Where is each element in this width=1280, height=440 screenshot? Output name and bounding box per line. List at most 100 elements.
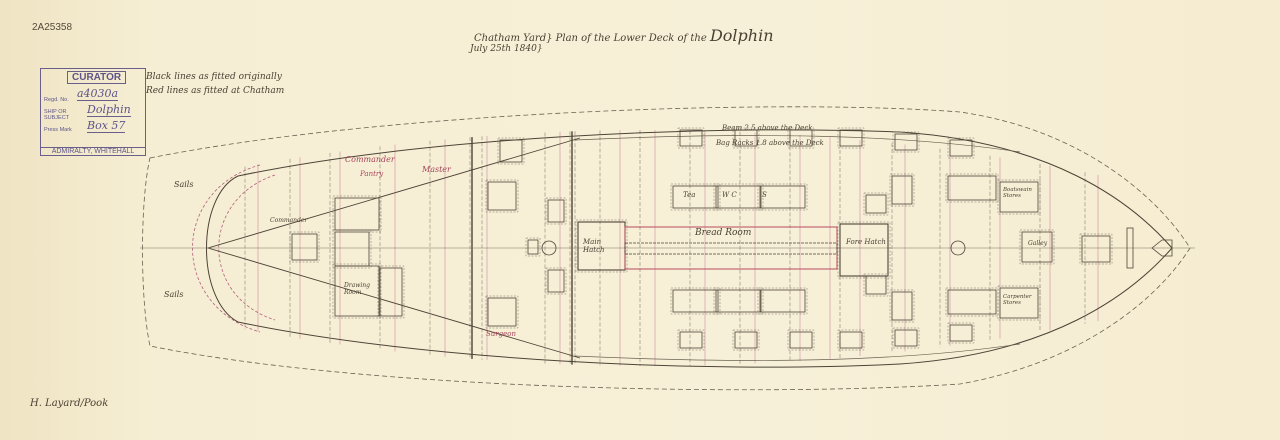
bread-room-rail bbox=[624, 242, 838, 255]
compartment-box-dashed bbox=[332, 229, 372, 269]
compartment-box-dashed bbox=[525, 237, 541, 257]
compartment-box bbox=[672, 185, 719, 209]
label-bread-room: Bread Room bbox=[695, 228, 752, 238]
compartment-box-dashed bbox=[545, 197, 567, 225]
compartment-box bbox=[789, 331, 813, 349]
label-fore-hatch: Fore Hatch bbox=[846, 238, 886, 246]
compartment-box-dashed bbox=[892, 131, 920, 153]
hull-outline bbox=[206, 129, 1173, 368]
stamp-title: CURATOR bbox=[67, 71, 127, 84]
compartment-box bbox=[379, 267, 403, 317]
compartment-box-dashed bbox=[485, 295, 519, 329]
compartment-box bbox=[499, 139, 523, 163]
compartment-box-dashed bbox=[670, 183, 721, 211]
outer-hull-dashed bbox=[142, 106, 1191, 391]
compartment-box-dashed bbox=[837, 329, 865, 351]
compartment-box-dashed bbox=[289, 231, 320, 263]
compartment-box-dashed bbox=[677, 329, 705, 351]
label-galley: Galley bbox=[1028, 240, 1048, 247]
beam-line-lower bbox=[574, 343, 1021, 361]
compartment-box bbox=[894, 329, 918, 347]
compartment-box-dashed bbox=[757, 183, 808, 211]
compartment-box-dashed bbox=[997, 285, 1041, 321]
stamp-regd-value: a4030a bbox=[77, 87, 119, 101]
compartment-box-dashed bbox=[713, 287, 764, 315]
ship-name: Dolphin bbox=[709, 26, 774, 45]
stamp-press-value: Box 57 bbox=[87, 119, 126, 133]
bow-rudder-bitts bbox=[1126, 227, 1134, 269]
compartment-box-dashed bbox=[863, 192, 889, 216]
label-master: Master bbox=[422, 165, 451, 174]
reference-number: 2A25358 bbox=[32, 22, 73, 33]
compartment-box-dashed bbox=[837, 221, 891, 279]
compartment-box-dashed bbox=[947, 137, 975, 159]
compartment-box bbox=[839, 129, 863, 147]
compartment-box-dashed bbox=[889, 289, 915, 323]
compartment-box bbox=[487, 297, 517, 327]
compartment-box bbox=[839, 223, 889, 277]
compartment-box bbox=[865, 275, 887, 295]
compartment-box bbox=[291, 233, 318, 261]
label-tea: Tea bbox=[683, 191, 696, 199]
compartment-box-dashed bbox=[945, 173, 999, 203]
label-commander: Commander bbox=[345, 155, 395, 164]
compartment-box-dashed bbox=[485, 179, 519, 213]
compartment-box bbox=[734, 129, 758, 147]
compartment-box bbox=[999, 181, 1039, 213]
note-black-lines: Black lines as fitted originally bbox=[146, 72, 282, 82]
signature: H. Layard/Pook bbox=[30, 398, 109, 409]
compartment-box bbox=[547, 199, 565, 223]
compartment-box-dashed bbox=[892, 327, 920, 349]
label-sails-lower: Sails bbox=[164, 290, 184, 299]
compartment-box bbox=[679, 129, 703, 147]
compartment-box bbox=[487, 181, 517, 211]
compartment-box-dashed bbox=[1019, 229, 1055, 265]
bowsprit-heel bbox=[1151, 239, 1173, 257]
compartment-box bbox=[672, 289, 719, 313]
compartment-box-dashed bbox=[863, 273, 889, 297]
compartment-box bbox=[527, 239, 539, 255]
compartment-box bbox=[1021, 231, 1053, 263]
compartment-box-dashed bbox=[947, 322, 975, 344]
compartment-box-dashed bbox=[997, 179, 1041, 215]
compartment-box-dashed bbox=[713, 183, 764, 211]
compartment-box-dashed bbox=[787, 127, 815, 149]
compartment-box bbox=[759, 289, 806, 313]
compartment-box bbox=[949, 324, 973, 342]
mast-step-main bbox=[541, 240, 557, 256]
compartment-box bbox=[734, 331, 758, 349]
label-main-hatch: Main Hatch bbox=[583, 238, 605, 254]
note-red-lines: Red lines as fitted at Chatham bbox=[146, 86, 285, 96]
compartment-box-dashed bbox=[677, 127, 705, 149]
compartment-box bbox=[715, 185, 762, 209]
compartment-box bbox=[891, 175, 913, 205]
compartment-box-dashed bbox=[787, 329, 815, 351]
label-bag-racks: Bag Racks 1.8 above the Deck bbox=[716, 139, 824, 147]
stamp-ship-label: SHIP OR SUBJECT bbox=[44, 109, 70, 121]
stamp-press-label: Press Mark bbox=[44, 127, 72, 133]
compartment-box bbox=[715, 289, 762, 313]
compartment-box bbox=[759, 185, 806, 209]
label-beam: Beam 2.5 above the Deck bbox=[722, 124, 813, 132]
compartment-box-dashed bbox=[497, 137, 525, 165]
compartment-box-dashed bbox=[757, 287, 808, 315]
compartment-box-dashed bbox=[837, 127, 865, 149]
deck-compartments bbox=[289, 127, 1113, 351]
stern-arcs bbox=[192, 164, 276, 333]
label-s: S bbox=[762, 191, 767, 199]
label-surgeon: Surgeon bbox=[486, 330, 516, 338]
compartment-box-dashed bbox=[889, 173, 915, 207]
stamp-regd-label: Regd. No. bbox=[44, 97, 69, 103]
label-boatswain-stores: Boatswain Stores bbox=[1003, 187, 1032, 199]
mast-step-fore bbox=[950, 240, 966, 256]
curator-stamp: CURATOR Regd. No. a4030a SHIP OR SUBJECT… bbox=[40, 68, 146, 156]
beam-line bbox=[574, 135, 1021, 153]
label-pantry: Pantry bbox=[360, 170, 384, 178]
label-carpenter-stores: Carpenter Stores bbox=[1003, 294, 1032, 306]
compartment-box-dashed bbox=[670, 287, 721, 315]
compartment-box bbox=[547, 269, 565, 293]
title-line: Chatham Yard} Plan of the Lower Deck of … bbox=[474, 26, 774, 45]
stamp-ship-value: Dolphin bbox=[87, 103, 131, 117]
label-sails-upper: Sails bbox=[174, 180, 194, 189]
